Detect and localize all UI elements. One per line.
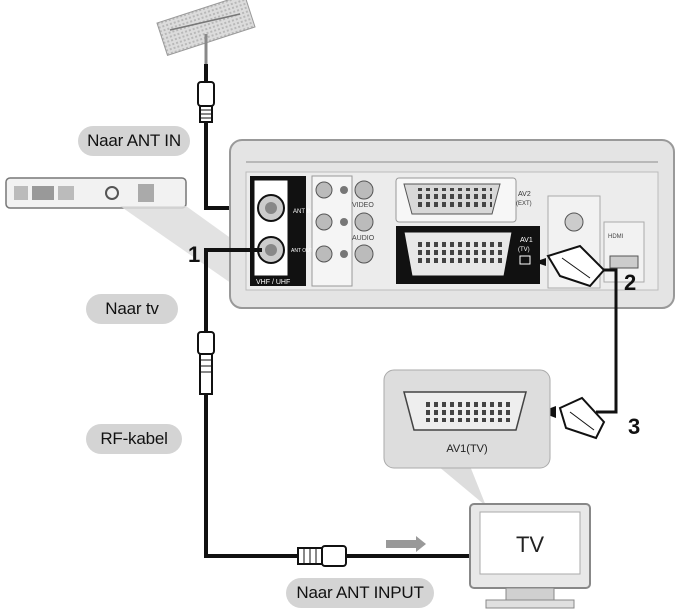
tv-scart-plug-icon xyxy=(558,396,606,440)
step-2: 2 xyxy=(624,270,636,295)
panel-hdmi-label: HDMI xyxy=(608,234,624,240)
rf-cable-to-tv xyxy=(204,248,470,558)
coax-plug-icon xyxy=(197,81,215,123)
label-rf-cable: RF-kabel xyxy=(86,424,182,454)
step-3: 3 xyxy=(628,414,640,439)
panel-av2-label: AV2 xyxy=(518,191,531,198)
antenna-icon xyxy=(156,0,256,64)
tv-label: TV xyxy=(516,532,544,557)
scart-plug-icon xyxy=(546,244,606,288)
panel-audio-label: AUDIO xyxy=(352,235,375,242)
label-ant-in: Naar ANT IN xyxy=(78,126,190,156)
direction-arrow-icon xyxy=(386,536,426,552)
panel-video-label: VIDEO xyxy=(352,202,374,209)
arrow-to-av1-icon xyxy=(534,258,546,266)
tv-icon xyxy=(469,503,591,609)
rf-cable-plug-icon xyxy=(197,331,215,395)
recorder-device xyxy=(5,177,187,209)
rear-panel: ANT IN ANT OUT (TO TV) VHF / UHF VIDEO A… xyxy=(229,139,675,309)
scart-cable xyxy=(596,268,618,414)
panel-av1-label: AV1 xyxy=(520,237,533,244)
tv-callout-pointer xyxy=(438,466,486,506)
tv-coax-plug-icon xyxy=(297,545,347,567)
panel-av1-tv-label: (TV) xyxy=(518,247,530,253)
tv-scart-socket xyxy=(403,391,527,431)
panel-vhf-uhf-label: VHF / UHF xyxy=(256,279,290,286)
label-to-tv: Naar tv xyxy=(86,294,178,324)
panel-av2-ext-label: (EXT) xyxy=(516,201,532,207)
tv-scart-label: AV1(TV) xyxy=(446,443,487,455)
panel-ant-in-label: ANT IN xyxy=(293,209,313,215)
step-1: 1 xyxy=(188,242,200,267)
label-ant-input: Naar ANT INPUT xyxy=(286,578,434,608)
